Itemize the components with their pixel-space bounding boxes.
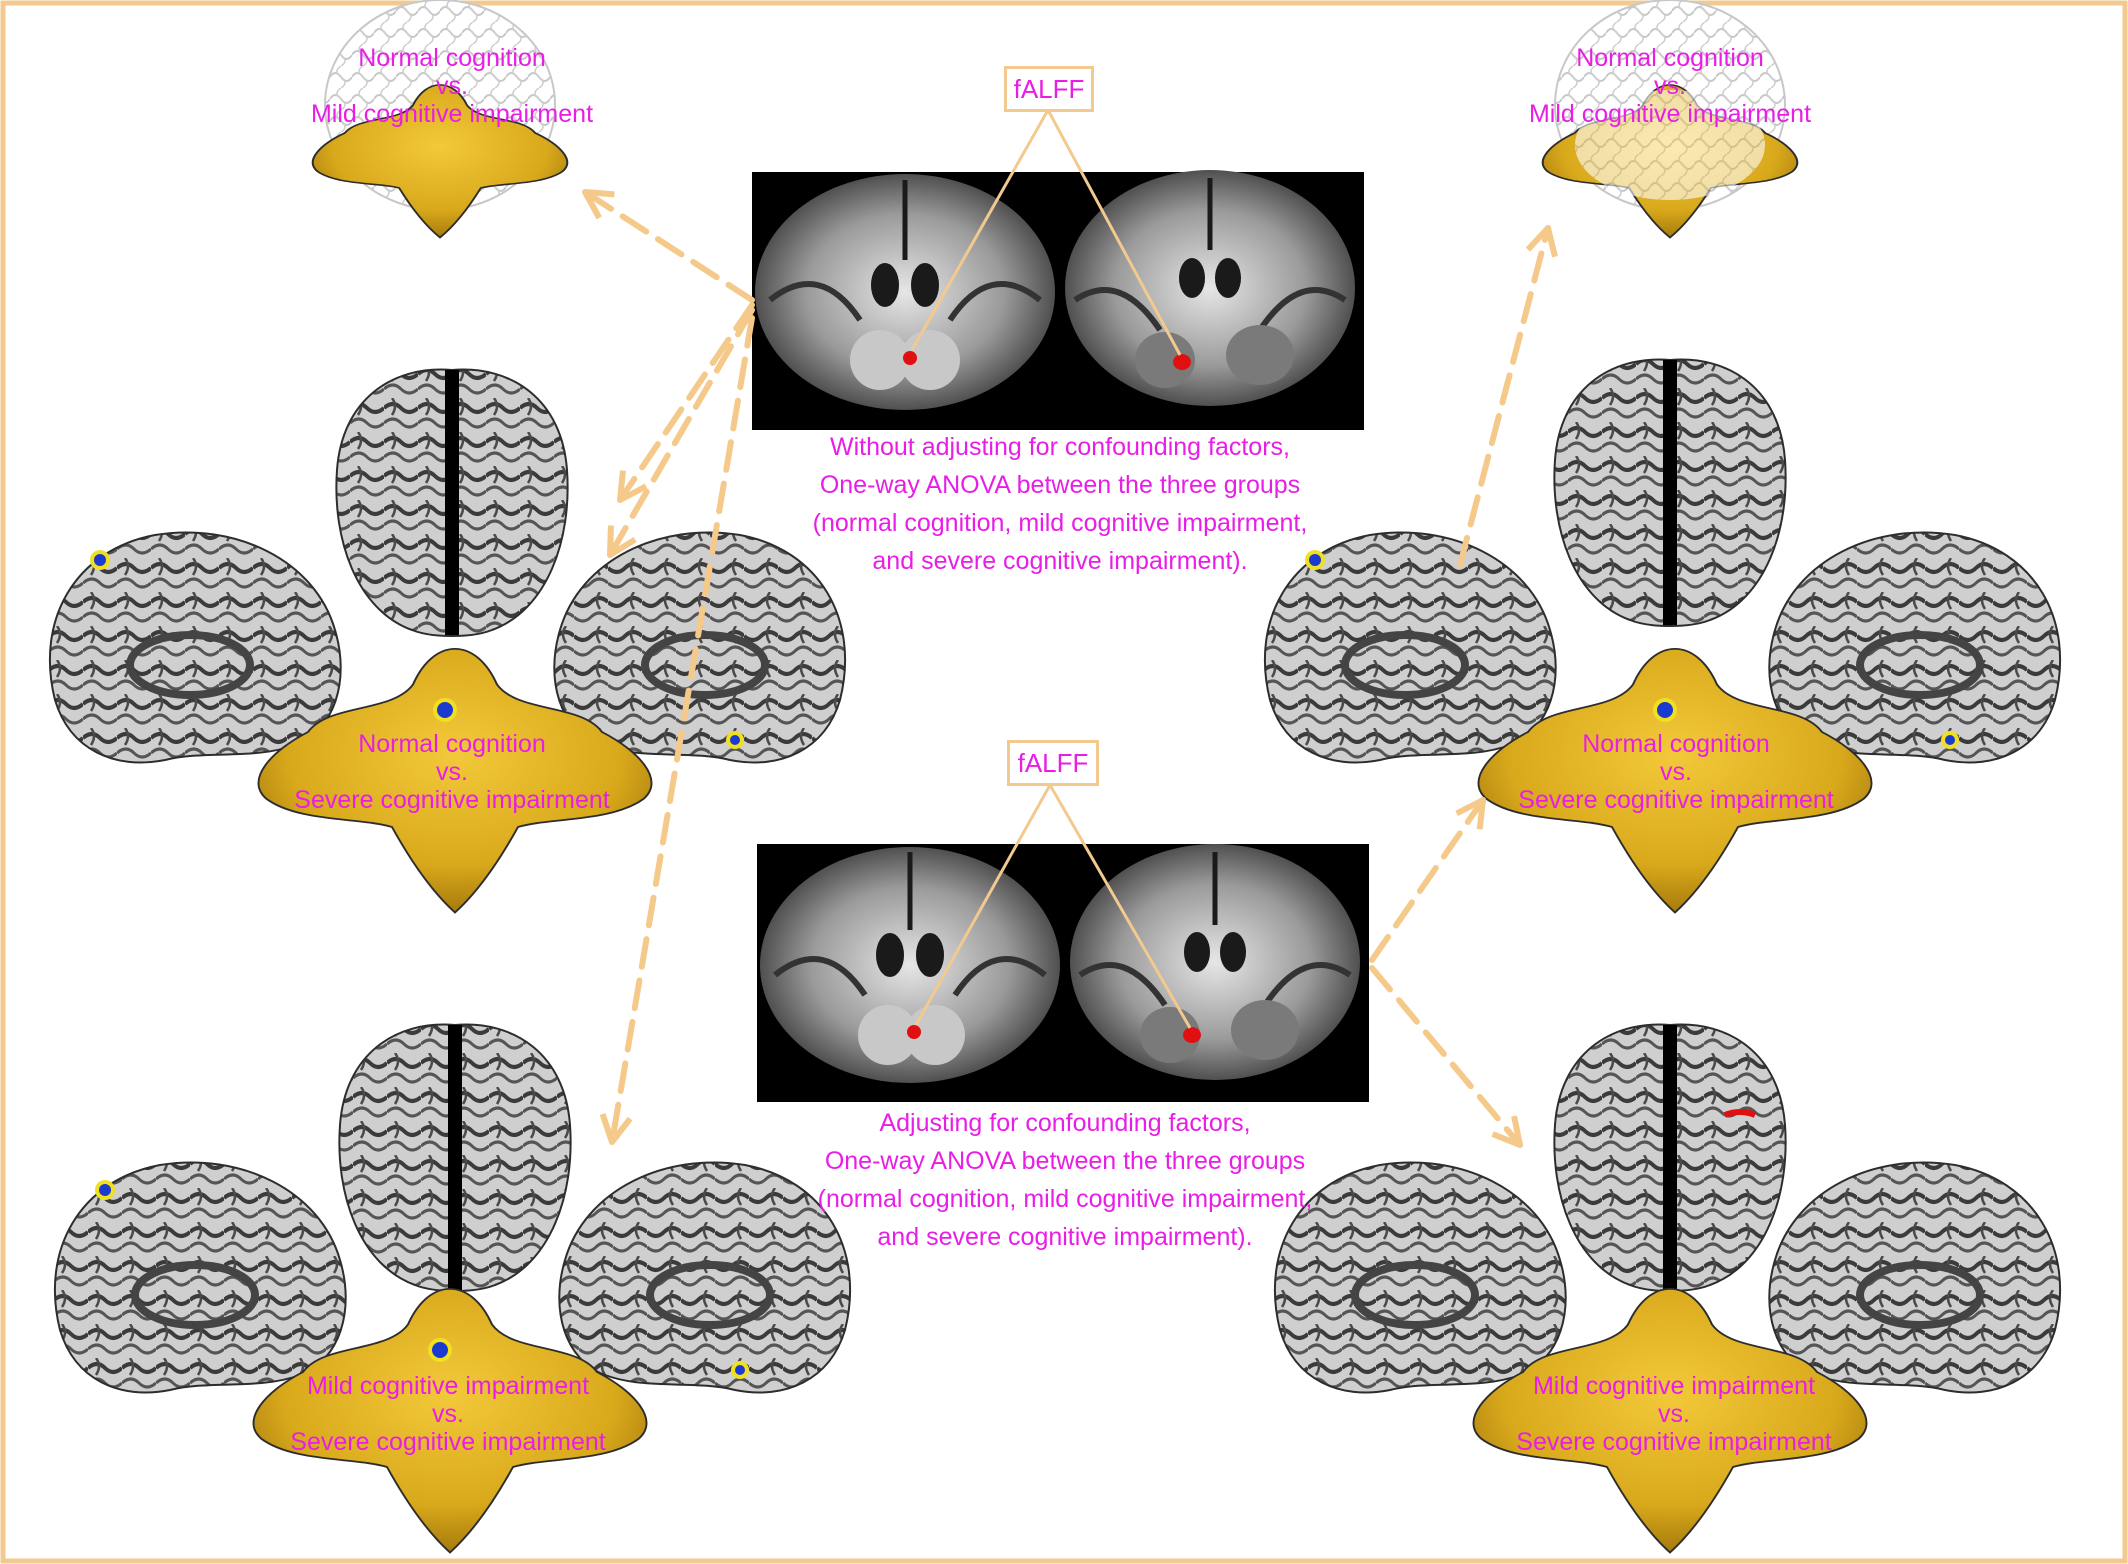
arrow-shaft: [617, 302, 755, 503]
corpus-callosum: [126, 631, 254, 699]
arrow-head: [1525, 225, 1558, 258]
corpus-callosum: [641, 631, 769, 699]
corpus-callosum: [131, 1261, 259, 1329]
comparison-label-right-bottom: Mild cognitive impairment vs. Severe cog…: [1516, 1372, 1832, 1456]
comparison-label-right-top: Normal cognition vs. Mild cognitive impa…: [1528, 44, 1812, 128]
activation-spot: [437, 702, 453, 718]
activation-spot: [1723, 1109, 1757, 1118]
falff-box-top: fALFF: [1004, 66, 1094, 112]
arrow-to-right-top: [1457, 225, 1558, 568]
arrow-head: [607, 525, 637, 558]
activation-spot: [99, 1184, 111, 1196]
activation-spot: [730, 735, 740, 745]
activation-spot: [94, 554, 106, 566]
activation-spot: [1945, 735, 1955, 745]
corpus-callosum: [1856, 631, 1984, 699]
comparison-label-left-top: Normal cognition vs. Mild cognitive impa…: [310, 44, 594, 128]
arrow-head: [1455, 797, 1486, 830]
slice-panel-top: [752, 170, 1364, 430]
arrow-shaft: [582, 189, 755, 303]
activation-spot: [1657, 702, 1673, 718]
arrow-to-left-middle: [617, 302, 755, 503]
slice-top-left: [755, 174, 1055, 410]
brain-left-top: [311, 0, 569, 239]
slice-panel-bottom: [757, 844, 1369, 1102]
arrow-to-left-top: [582, 189, 755, 303]
activation-spot: [1183, 1027, 1201, 1043]
arrow-shaft: [607, 307, 755, 558]
brain-right-top: [1541, 0, 1799, 239]
corpus-callosum: [1341, 631, 1469, 699]
arrow-head: [582, 189, 615, 220]
comparison-label-left-bottom: Mild cognitive impairment vs. Severe cog…: [290, 1372, 606, 1456]
brain-left-middle: [48, 368, 847, 914]
caption-without-adjusting: Without adjusting for confounding factor…: [812, 433, 1308, 575]
activation-spot: [907, 1025, 921, 1039]
falff-pointers: [910, 109, 1192, 1029]
corpus-callosum: [1856, 1261, 1984, 1329]
arrow-to-left-bottom: [599, 315, 755, 1145]
brain-right-bottom: [1273, 1023, 2062, 1554]
brain-left-bottom: [53, 1023, 852, 1554]
brain-right-middle: [1263, 358, 2062, 914]
connector-arrows: [582, 189, 1558, 1148]
activation-spot: [1173, 354, 1191, 370]
activation-spot: [1309, 554, 1321, 566]
mesh-overlay: [1575, 90, 1765, 200]
comparison-label-right-middle: Normal cognition vs. Severe cognitive im…: [1518, 730, 1834, 814]
corpus-callosum: [1351, 1261, 1479, 1329]
slice-bottom-left: [760, 847, 1060, 1083]
corpus-callosum: [646, 1261, 774, 1329]
arrow-to-right-middle: [1369, 797, 1486, 963]
brain-renderings: [48, 0, 2062, 1554]
arrow-shaft: [1457, 225, 1551, 568]
arrow-to-left-middle-b: [607, 307, 755, 558]
activation-spot: [735, 1365, 745, 1375]
arrow-shaft: [1369, 797, 1486, 963]
activation-spot: [432, 1342, 448, 1358]
slice-bottom-right: [1070, 844, 1360, 1080]
slice-top-right: [1065, 170, 1355, 406]
arrow-to-right-bottom: [1369, 965, 1523, 1148]
activation-spot: [903, 351, 917, 365]
arrow-head: [599, 1113, 633, 1145]
arrow-shaft: [1369, 965, 1523, 1148]
falff-box-bottom: fALFF: [1007, 740, 1099, 786]
arrow-head: [617, 470, 648, 503]
comparison-label-left-middle: Normal cognition vs. Severe cognitive im…: [294, 730, 610, 814]
arrow-head: [1491, 1115, 1523, 1148]
caption-adjusting: Adjusting for confounding factors, One-w…: [817, 1109, 1313, 1251]
arrow-shaft: [609, 315, 755, 1145]
